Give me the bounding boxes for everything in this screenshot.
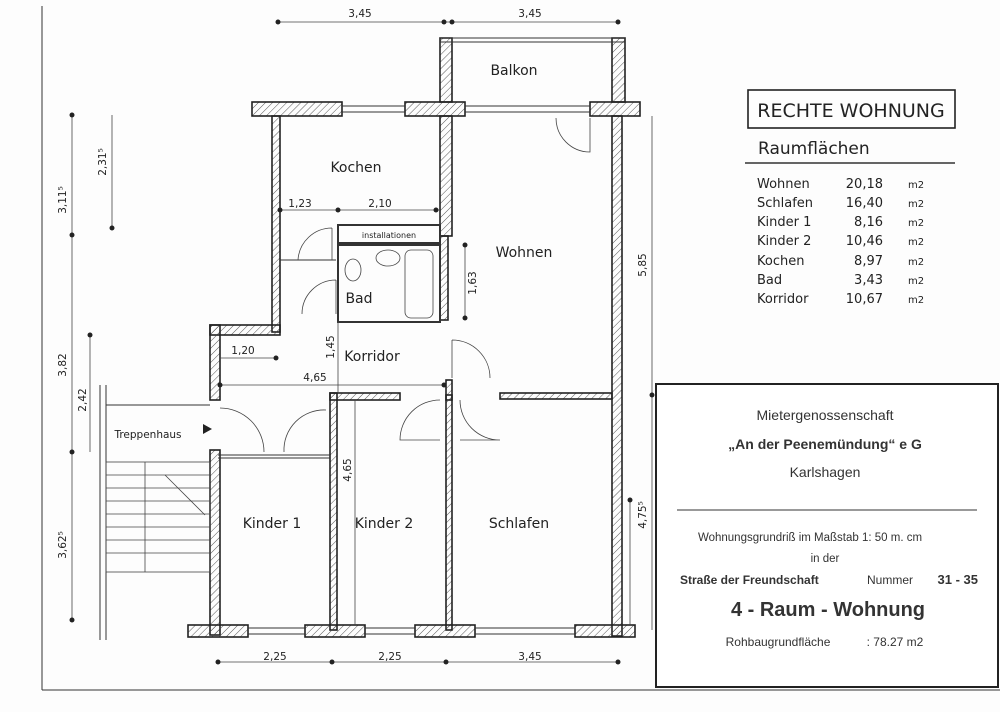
svg-text:m2: m2 <box>908 237 924 248</box>
header-subtitle: Raumflächen <box>758 139 870 159</box>
room-label-treppenhaus: Treppenhaus <box>113 429 181 441</box>
area-row: Bad 3,43 m2 <box>757 273 924 288</box>
svg-text:8,16: 8,16 <box>854 215 883 230</box>
svg-text:Korridor: Korridor <box>757 292 809 307</box>
svg-text:10,46: 10,46 <box>846 234 883 249</box>
area-value: : 78.27 m2 <box>867 635 924 649</box>
dim-left-2315: 2,31⁵ <box>97 148 109 176</box>
svg-text:m2: m2 <box>908 257 924 268</box>
svg-text:Wohnen: Wohnen <box>757 177 810 192</box>
area-table: Wohnen 20,18 m2 Schlafen 16,40 m2 Kinder 1 8,… <box>757 177 924 307</box>
svg-text:Bad: Bad <box>757 273 782 288</box>
svg-text:3,43: 3,43 <box>854 273 883 288</box>
svg-text:16,40: 16,40 <box>846 196 883 211</box>
area-row: Wohnen 20,18 m2 <box>757 177 924 192</box>
dim-bottom-3: 3,45 <box>518 651 541 663</box>
room-label-bad: Bad <box>345 291 372 307</box>
dim-korridor-465: 4,65 <box>303 372 326 384</box>
title-box <box>747 89 956 129</box>
street: Straße der Freundschaft <box>680 573 819 587</box>
room-label-korridor: Korridor <box>344 349 400 365</box>
dim-top-right: 3,45 <box>518 8 541 20</box>
svg-text:Schlafen: Schlafen <box>757 196 813 211</box>
title-block <box>655 383 999 688</box>
dim-right-585: 5,85 <box>637 253 649 276</box>
dim-kinder2-465: 4,65 <box>342 458 354 481</box>
dim-right-4755: 4,75⁵ <box>637 501 649 529</box>
svg-text:m2: m2 <box>908 218 924 229</box>
svg-text:m2: m2 <box>908 295 924 306</box>
dim-bad-163: 1,63 <box>467 271 479 294</box>
svg-text:Kochen: Kochen <box>757 254 804 269</box>
room-label-kinder1: Kinder 1 <box>243 516 302 532</box>
room-label-wohnen: Wohnen <box>496 245 553 261</box>
area-row: Schlafen 16,40 m2 <box>757 196 924 211</box>
number: 31 - 35 <box>938 572 978 587</box>
entrance-arrow-icon <box>203 424 212 434</box>
dimension-lines <box>69 19 655 665</box>
svg-text:10,67: 10,67 <box>846 292 883 307</box>
svg-text:Kinder 2: Kinder 2 <box>757 234 811 249</box>
dim-korridor-145: 1,45 <box>325 335 337 358</box>
svg-text:m2: m2 <box>908 276 924 287</box>
dim-bottom-2: 2,25 <box>378 651 401 663</box>
area-row: Kochen 8,97 m2 <box>757 254 924 269</box>
number-label: Nummer <box>867 573 913 587</box>
svg-text:m2: m2 <box>908 199 924 210</box>
dim-top-left: 3,45 <box>348 8 371 20</box>
org-place: Karlshagen <box>790 464 861 480</box>
svg-text:Kinder 1: Kinder 1 <box>757 215 811 230</box>
org-full-name: „An der Peenemündung“ e G <box>728 436 922 452</box>
svg-text:8,97: 8,97 <box>854 254 883 269</box>
dim-left-3625: 3,62⁵ <box>57 531 69 559</box>
area-row: Kinder 2 10,46 m2 <box>757 234 924 249</box>
in-der: in der <box>811 553 840 565</box>
room-label-installationen: installationen <box>362 231 416 240</box>
dim-left-382: 3,82 <box>57 353 69 376</box>
area-label: Rohbaugrundfläche <box>726 635 831 649</box>
scale-line: Wohnungsgrundriß im Maßstab 1: 50 m. cm <box>698 532 922 544</box>
svg-text:20,18: 20,18 <box>846 177 883 192</box>
header-title: RECHTE WOHNUNG <box>757 100 945 122</box>
room-label-balkon: Balkon <box>490 63 537 79</box>
dim-kochen-123: 1,23 <box>288 198 311 210</box>
svg-text:m2: m2 <box>908 180 924 191</box>
room-label-schlafen: Schlafen <box>489 516 549 532</box>
dim-kochen-210: 2,10 <box>368 198 391 210</box>
room-label-kochen: Kochen <box>330 160 381 176</box>
walls <box>99 37 641 640</box>
dim-bottom-1: 2,25 <box>263 651 286 663</box>
org-name: Mietergenossenschaft <box>757 407 894 423</box>
dim-left-3115: 3,11⁵ <box>57 186 69 214</box>
dim-left-242: 2,42 <box>77 388 89 411</box>
area-row: Korridor 10,67 m2 <box>757 292 924 307</box>
apartment-type: 4 - Raum - Wohnung <box>731 599 925 621</box>
room-label-kinder2: Kinder 2 <box>355 516 414 532</box>
area-row: Kinder 1 8,16 m2 <box>757 215 924 230</box>
dim-korridor-120: 1,20 <box>231 345 254 357</box>
